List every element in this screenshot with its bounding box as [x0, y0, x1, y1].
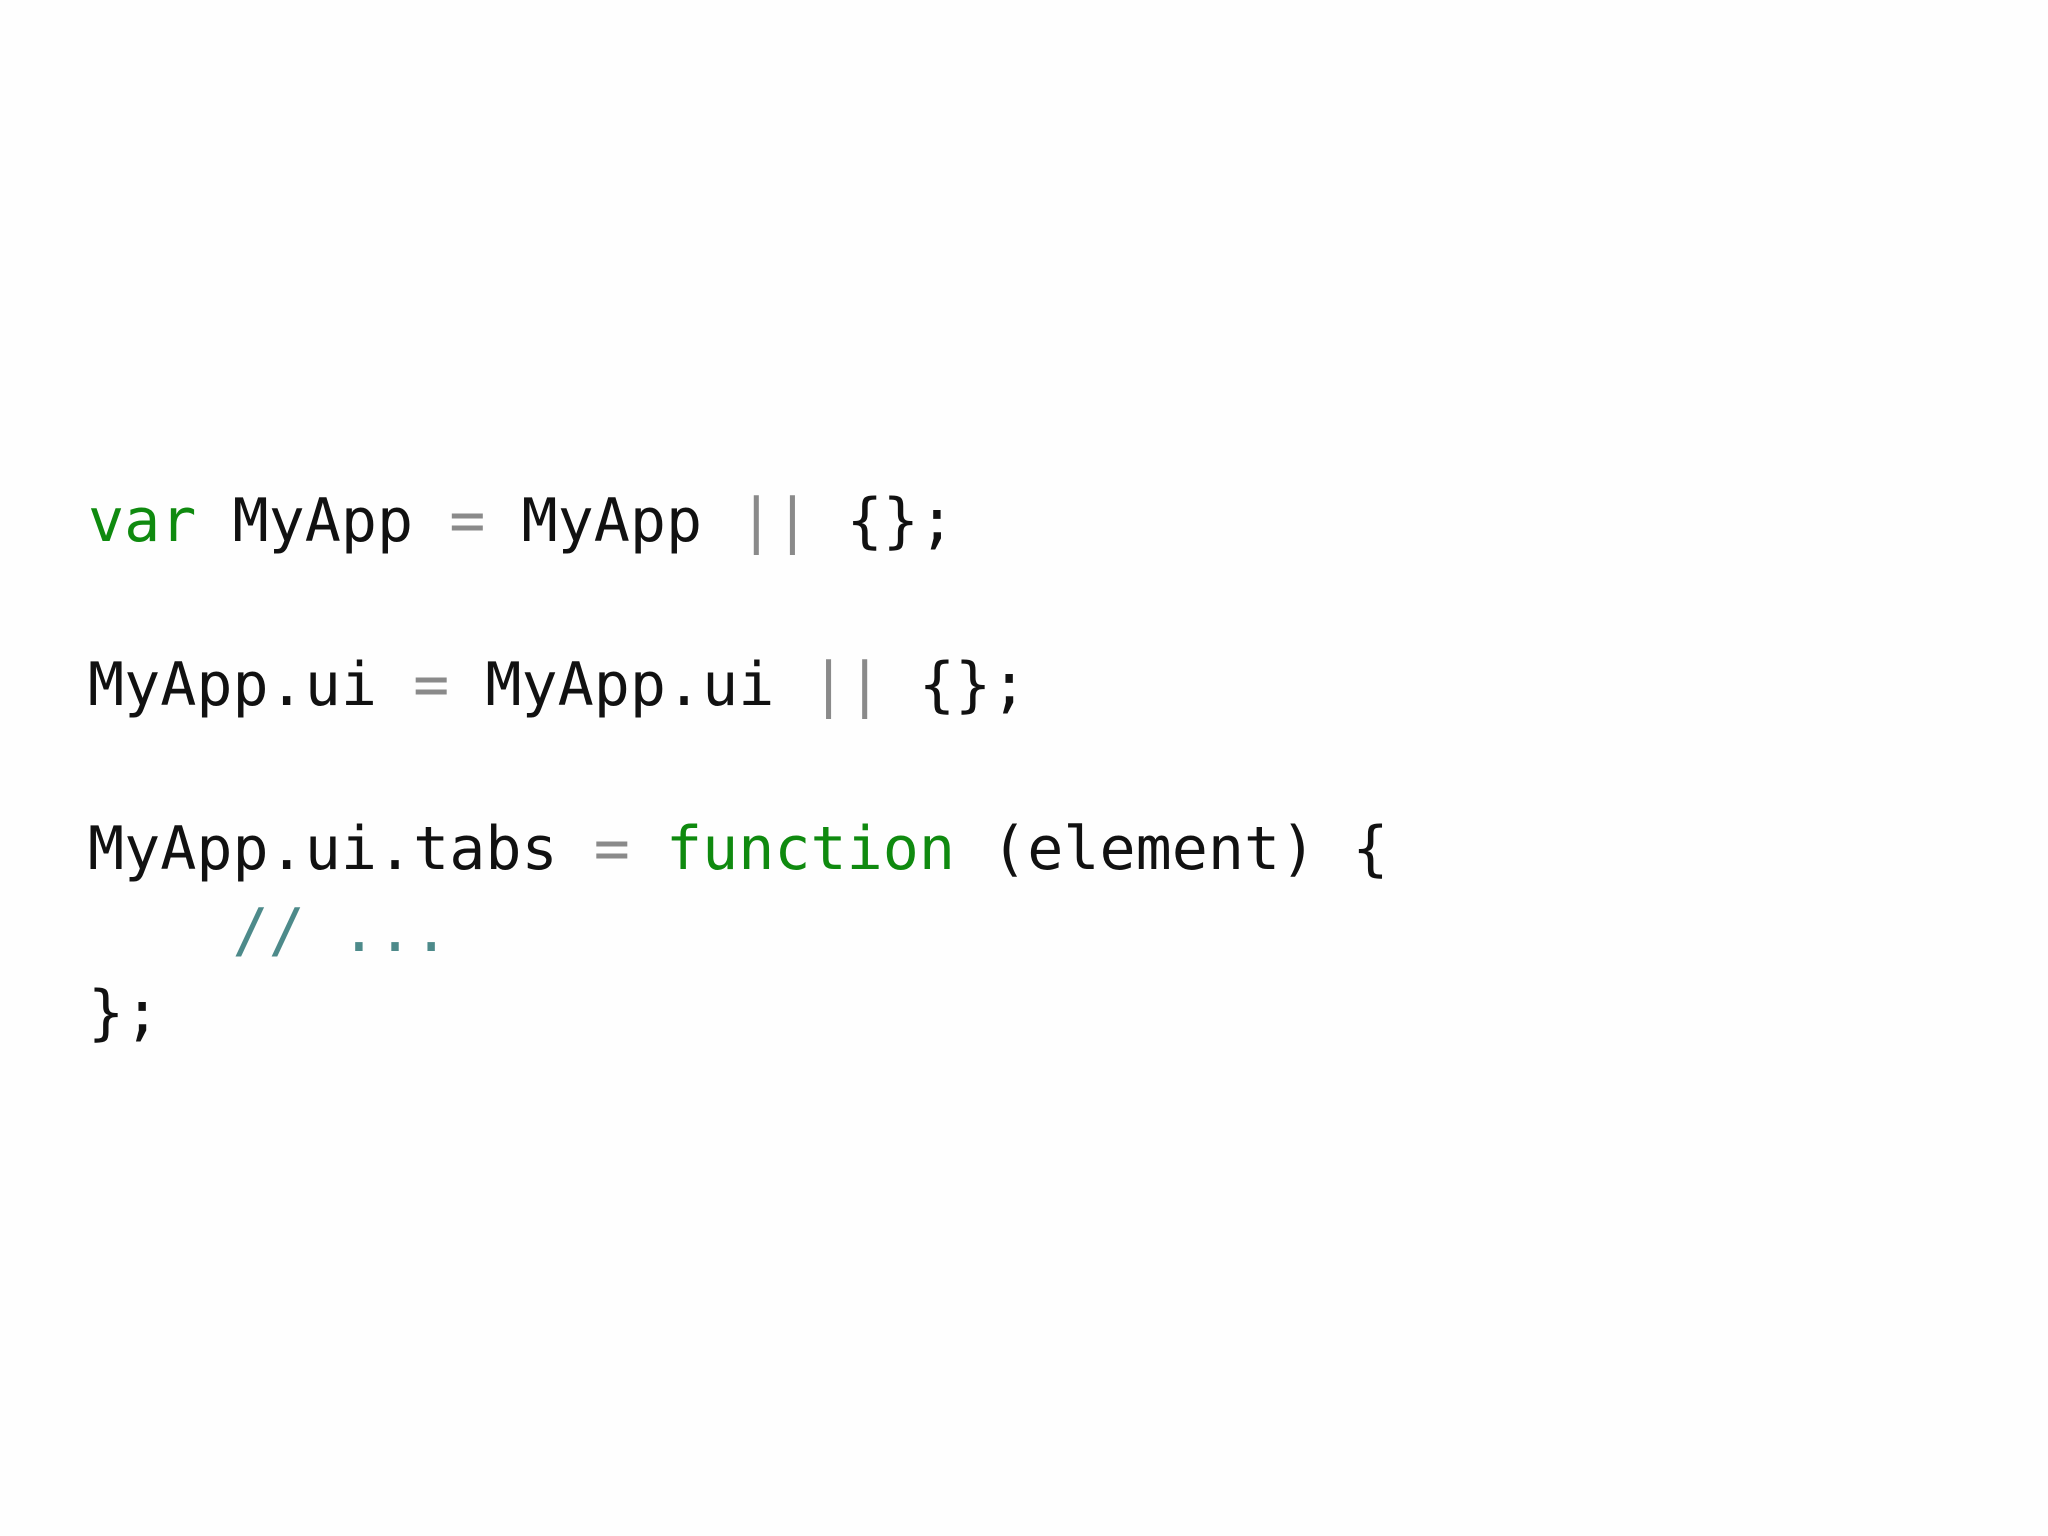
code-block: var MyApp = MyApp || {};MyApp.ui = MyApp…	[88, 480, 1388, 1054]
code-line-blank	[88, 726, 1388, 808]
code-token-operator: =	[449, 486, 486, 556]
code-token: (element) {	[954, 814, 1389, 884]
code-token-comment: // ...	[232, 896, 450, 966]
code-token: MyApp.ui	[449, 650, 811, 720]
code-line-blank	[88, 562, 1388, 644]
code-token: {};	[810, 486, 955, 556]
code-token: MyApp	[196, 486, 450, 556]
code-token-keyword: var	[88, 486, 197, 556]
code-token: MyApp.ui	[88, 650, 414, 720]
code-token: MyApp.ui.tabs	[88, 814, 594, 884]
code-line-1: var MyApp = MyApp || {};	[88, 480, 1388, 562]
code-token-operator: =	[413, 650, 450, 720]
code-token	[88, 896, 233, 966]
code-line-6: // ...	[88, 890, 1388, 972]
code-token-keyword: function	[665, 814, 955, 884]
code-token-operator: ||	[738, 486, 811, 556]
code-token: };	[88, 978, 161, 1048]
code-token	[630, 814, 666, 884]
code-token: MyApp	[485, 486, 739, 556]
code-token-operator: ||	[810, 650, 883, 720]
code-token-operator: =	[593, 814, 630, 884]
code-line-3: MyApp.ui = MyApp.ui || {};	[88, 644, 1388, 726]
code-line-5: MyApp.ui.tabs = function (element) {	[88, 808, 1388, 890]
code-line-7: };	[88, 972, 1388, 1054]
code-token: {};	[882, 650, 1028, 720]
